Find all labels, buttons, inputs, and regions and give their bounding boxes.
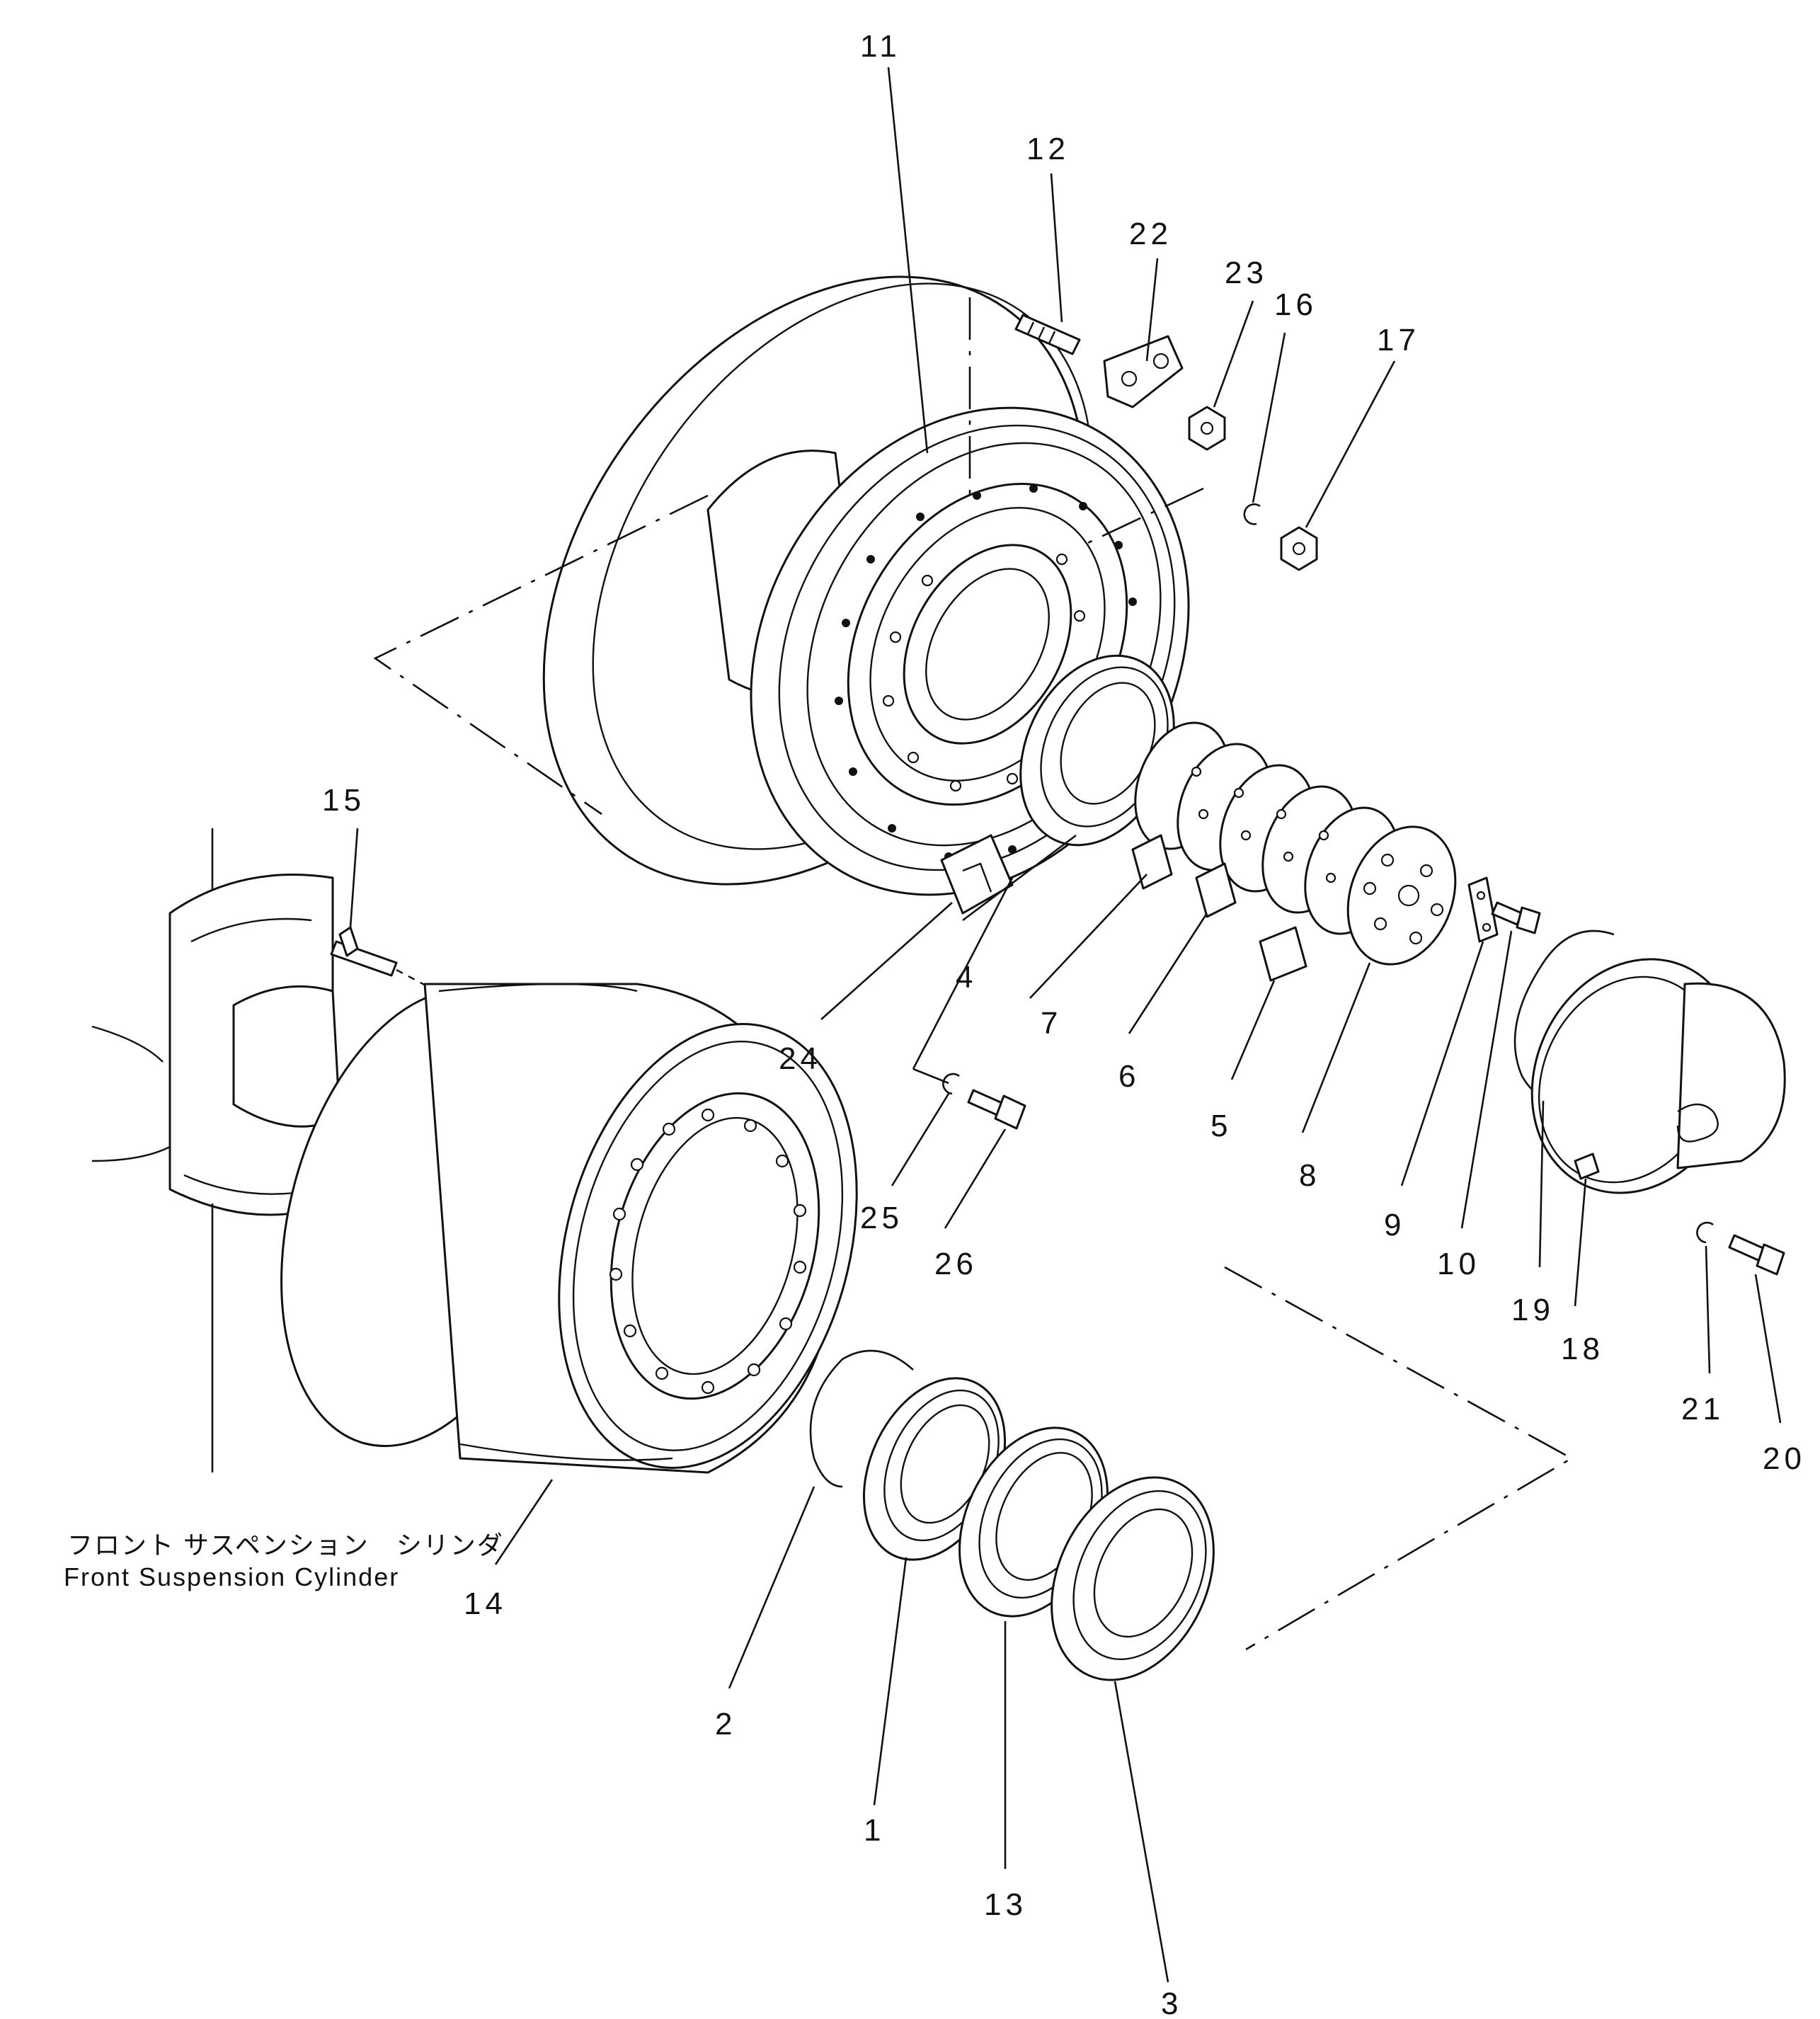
callout-labels: 11 12 22 23 16 17 15 4 24 7 6 5 8 9 10 1… — [322, 29, 1806, 2019]
callout-23: 23 — [1225, 256, 1268, 290]
bearing-3 — [1051, 1476, 1215, 1681]
cylinder-bolt-holes — [609, 1108, 807, 1395]
callout-21: 21 — [1681, 1392, 1724, 1426]
callout-26: 26 — [934, 1247, 978, 1281]
leader-lines — [349, 67, 1782, 1983]
nut-23 — [1188, 406, 1226, 451]
washer-reference-line — [1082, 487, 1204, 547]
assembly-reference-line — [373, 494, 709, 816]
washer-21 — [1696, 1221, 1714, 1244]
callout-14: 14 — [464, 1586, 507, 1621]
callout-9: 9 — [1384, 1208, 1405, 1242]
stud-bolt-12 — [1014, 314, 1081, 355]
cylinder-drum-14 — [280, 983, 858, 1474]
lock-plate-9 — [1467, 876, 1499, 943]
callout-17: 17 — [1377, 323, 1420, 358]
callout-16: 16 — [1274, 287, 1317, 322]
callout-20: 20 — [1763, 1441, 1806, 1476]
caption-english: Front Suspension Cylinder — [64, 1562, 399, 1591]
suspension-cylinder-mount — [91, 828, 341, 1472]
shim-24 — [940, 834, 1014, 915]
callout-11: 11 — [860, 29, 901, 64]
nut-17 — [1280, 526, 1318, 571]
callout-4: 4 — [956, 960, 977, 995]
callout-15: 15 — [322, 783, 365, 818]
callout-24: 24 — [779, 1041, 822, 1076]
lock-plate-22 — [1103, 335, 1184, 408]
callout-18: 18 — [1561, 1332, 1604, 1366]
callout-13: 13 — [984, 1887, 1027, 1922]
bracket-line-4 — [912, 877, 1014, 1085]
callout-19: 19 — [1511, 1293, 1555, 1327]
callout-10: 10 — [1437, 1247, 1480, 1281]
lower-reference-line — [1224, 1266, 1574, 1651]
bolt-26 — [967, 1089, 1026, 1130]
callout-5: 5 — [1211, 1109, 1232, 1143]
bolt-15 — [330, 926, 398, 977]
callout-12: 12 — [1026, 132, 1070, 166]
callout-2: 2 — [715, 1707, 736, 1741]
callout-1: 1 — [864, 1813, 885, 1848]
callout-6: 6 — [1118, 1059, 1140, 1094]
callout-22: 22 — [1129, 217, 1172, 251]
callout-25: 25 — [860, 1201, 903, 1235]
snap-ring-2 — [809, 1349, 914, 1488]
end-disc-8 — [1346, 825, 1457, 966]
callout-8: 8 — [1299, 1158, 1320, 1193]
bolt-20 — [1728, 1234, 1785, 1276]
washer-25 — [942, 1073, 960, 1095]
bolt-10 — [1491, 901, 1541, 934]
callout-7: 7 — [1041, 1006, 1062, 1041]
washer-16 — [1243, 503, 1261, 525]
callout-3: 3 — [1161, 1986, 1182, 2019]
caption-japanese: フロント サスペンション シリンダ — [67, 1531, 504, 1560]
